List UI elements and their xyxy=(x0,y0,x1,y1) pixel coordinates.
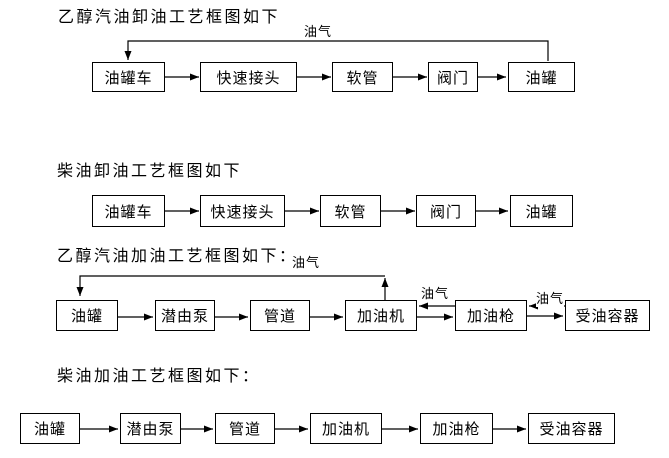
node-fuel-dispenser: 加油机 xyxy=(345,300,417,331)
node-fuel-dispenser: 加油机 xyxy=(310,413,382,444)
node-quick-coupler: 快速接头 xyxy=(200,62,297,92)
node-submersible-pump: 潜由泵 xyxy=(120,413,181,444)
node-pipeline: 管道 xyxy=(215,413,275,444)
node-oil-tank: 油罐 xyxy=(56,300,118,331)
diagram4-title: 柴油加油工艺框图如下： xyxy=(57,368,261,385)
node-oil-tank: 油罐 xyxy=(20,413,80,444)
node-tank-truck: 油罐车 xyxy=(92,195,165,227)
diagram2-title: 柴油卸油工艺框图如下 xyxy=(57,163,243,180)
node-pipeline: 管道 xyxy=(250,300,310,331)
node-receiving-container: 受油容器 xyxy=(565,300,650,331)
node-quick-coupler: 快速接头 xyxy=(200,195,285,227)
diagram1-vapor-label: 油气 xyxy=(304,24,333,39)
diagram3-line-vapor-label: 油气 xyxy=(292,255,321,270)
diagram3-nozzle-container-vapor-label: 油气 xyxy=(536,288,565,307)
node-fuel-nozzle: 加油枪 xyxy=(455,300,527,331)
vapor-return-line-s3 xyxy=(76,275,385,296)
vapor-return-line-s1 xyxy=(124,40,549,61)
node-valve: 阀门 xyxy=(428,62,478,92)
node-hose: 软管 xyxy=(332,62,393,92)
node-receiving-container: 受油容器 xyxy=(528,413,615,444)
node-tank-truck: 油罐车 xyxy=(92,62,165,92)
node-submersible-pump: 潜由泵 xyxy=(155,300,215,331)
node-oil-tank: 油罐 xyxy=(508,62,575,92)
node-valve: 阀门 xyxy=(416,195,476,227)
diagram1-title: 乙醇汽油卸油工艺框图如下 xyxy=(58,9,281,26)
diagram3-dispenser-nozzle-vapor-label: 油气 xyxy=(421,286,450,301)
node-hose: 软管 xyxy=(320,195,381,227)
node-oil-tank: 油罐 xyxy=(510,195,573,227)
diagram3-title: 乙醇汽油加油工艺框图如下： xyxy=(57,248,298,265)
node-fuel-nozzle: 加油枪 xyxy=(420,413,493,444)
